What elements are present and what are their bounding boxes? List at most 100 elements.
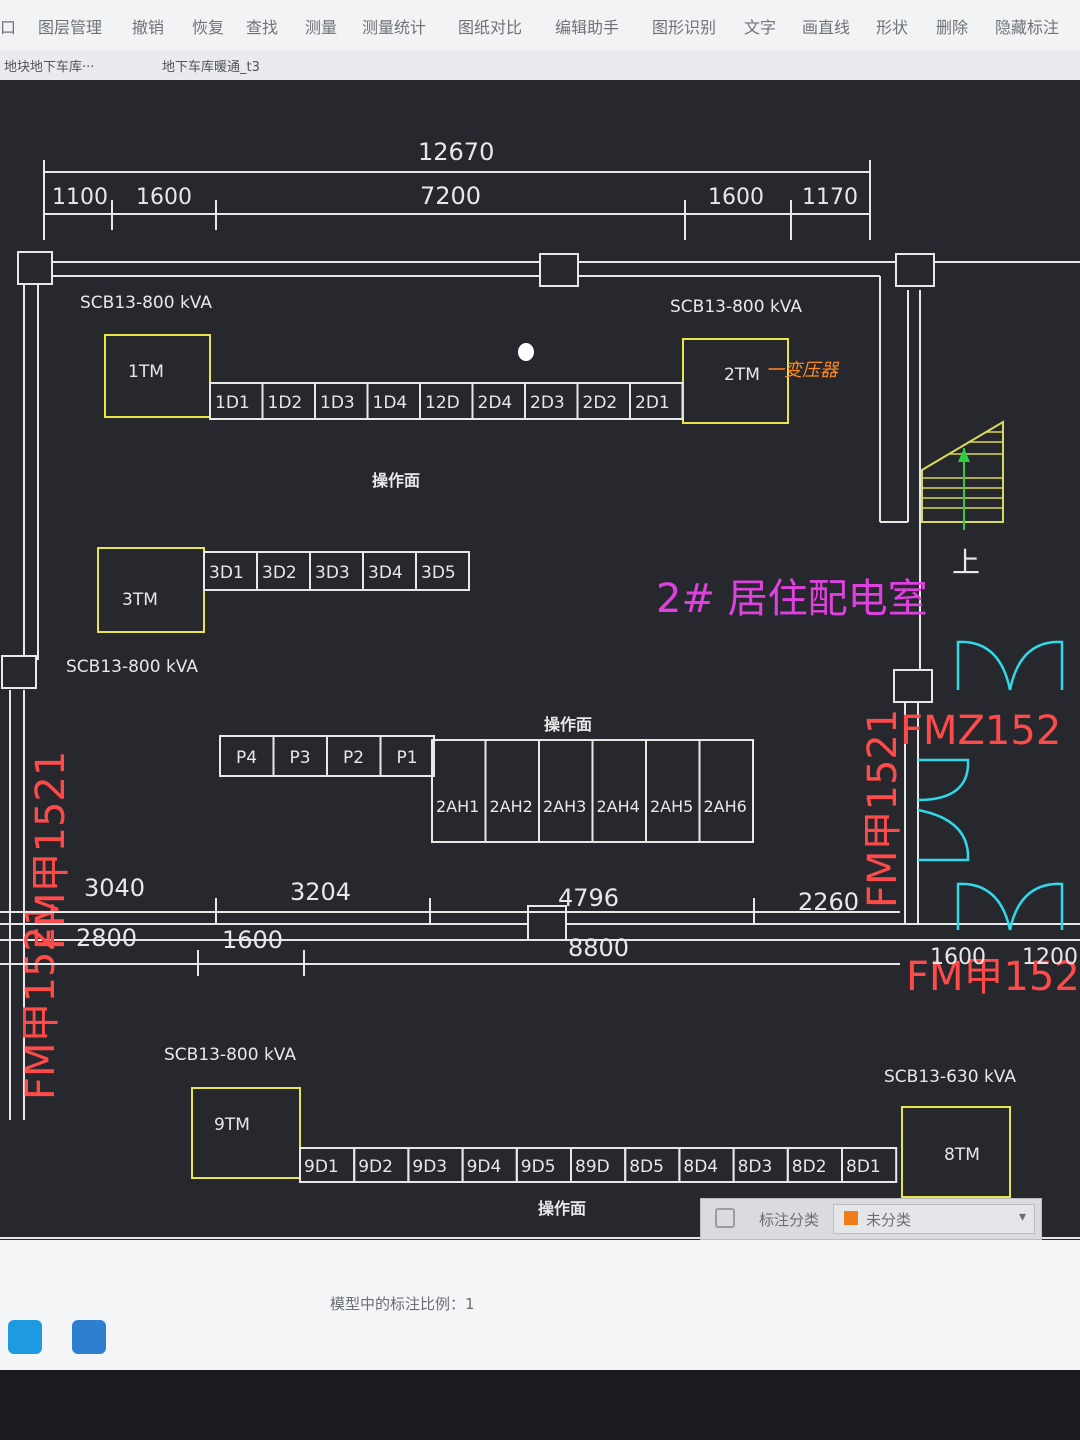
tm3-spec: SCB13-800 kVA [66,657,198,677]
door-swing-symbols [917,640,1064,931]
tm1-spec: SCB13-800 kVA [80,293,212,313]
dim-segment: 1100 [52,185,108,210]
tm8-spec: SCB13-630 kVA [884,1067,1016,1087]
cabinet-label: 1D1 [215,393,250,413]
dim-mid-lower: 1600 [222,926,283,954]
middle-dimension-lines [0,898,900,976]
status-bar [0,1240,1080,1370]
tm3-label: 3TM [122,590,158,610]
room-name-label: 2# 居住配电室 [656,576,928,622]
cabinet-label: 2D3 [530,393,565,413]
toolbar-item-shape[interactable]: 形状 [876,18,909,37]
cabinet-label: 12D [425,393,460,413]
tm9-label: 9TM [214,1115,250,1135]
dim-mid-lower: 8800 [568,934,629,962]
cabinet-label: 3D2 [262,563,297,583]
cabinet-label: P3 [290,748,311,768]
cabinet-label: 2D2 [583,393,618,413]
toolbar-item-compare[interactable]: 图纸对比 [458,18,523,37]
dim-segment: 7200 [420,182,481,210]
tm2-handwritten-note: 一变压器 [766,360,840,381]
door-label-fm-left-2: FM甲1521 [18,901,64,1100]
stair-up-label: 上 [952,546,980,579]
toolbar-item[interactable]: 口 [0,18,17,37]
monitor-bezel [0,1370,1080,1440]
toolbar-item-delete[interactable]: 删除 [936,18,969,37]
cabinet-label: 9D1 [304,1157,339,1177]
transformer-2tm[interactable] [682,338,789,424]
dim-segment: 1600 [708,185,764,210]
cad-canvas[interactable]: 12670 1100 1600 7200 1600 1170 SCB13-800… [0,80,1080,1240]
annotation-category-select[interactable]: 未分类 ▾ [833,1204,1035,1234]
cabinet-label: 1D4 [373,393,408,413]
tab-hvac[interactable]: 地下车库暖通_t3 [162,60,260,75]
switch-cabinet[interactable] [629,382,684,420]
toolbar-item-measure-stats[interactable]: 测量统计 [362,18,427,37]
tm2-spec: SCB13-800 kVA [670,297,802,317]
transformer-8tm[interactable] [901,1106,1011,1198]
cabinet-label: 9D4 [467,1157,502,1177]
dim-segment: 1600 [136,185,192,210]
cabinet-label: 2D4 [478,393,513,413]
cabinet-label: 2AH4 [597,797,640,816]
dim-segment: 1170 [802,185,858,210]
cabinet-label: 2AH6 [704,797,747,816]
tm9-spec: SCB13-800 kVA [164,1045,296,1065]
door-label-fm-left: FM甲1521 [28,751,74,950]
document-tabs: 地块地下车库··· 地下车库暖通_t3 [0,50,1080,81]
toolbar-item-redo[interactable]: 恢复 [192,18,225,37]
cabinet-label: 1D3 [320,393,355,413]
switch-cabinet[interactable] [431,739,487,843]
dim-total-width: 12670 [418,138,494,166]
cabinet-label: 2AH1 [436,797,479,816]
switch-cabinet[interactable] [645,739,701,843]
switch-cabinet[interactable] [841,1147,898,1183]
toolbar-item-measure[interactable]: 测量 [305,18,338,37]
cabinet-label: 2AH2 [490,797,533,816]
chevron-down-icon: ▾ [1018,1209,1026,1225]
keyboard-icon[interactable] [72,1320,106,1354]
toolbar-item-layers[interactable]: 图层管理 [38,18,103,37]
annotation-scale-text: 模型中的标注比例：1 [330,1295,475,1313]
switch-cabinet[interactable] [484,739,540,843]
stair-symbol [921,420,1004,530]
transformer-9tm[interactable] [191,1087,301,1179]
cabinet-label: 2D1 [635,393,670,413]
toolbar-item-find[interactable]: 查找 [246,18,279,37]
toolbar-item-hide-annot[interactable]: 隐藏标注 [995,18,1060,37]
cabinet-label: 3D5 [421,563,456,583]
cabinet-label: P4 [236,748,257,768]
toolbar-item-undo[interactable]: 撤销 [132,18,165,37]
toolbar-item-line[interactable]: 画直线 [802,18,851,37]
door-label-fm-right: FM甲1521 [860,709,906,908]
toolbar-item-edit-assistant[interactable]: 编辑助手 [555,18,620,37]
toolbar-item-text[interactable]: 文字 [744,18,777,37]
operation-side-label: 操作面 [544,715,592,734]
cabinet-label: 9D2 [358,1157,393,1177]
top-dimension-lines [43,160,871,240]
dim-mid: 4796 [558,884,619,912]
cabinet-label: 9D5 [521,1157,556,1177]
tm2-label: 2TM [724,365,760,385]
app-icon[interactable] [8,1320,42,1354]
cabinet-label: 3D3 [315,563,350,583]
switch-cabinet[interactable] [538,739,594,843]
tab-garage[interactable]: 地块地下车库··· [4,60,95,75]
category-select-value: 未分类 [866,1211,912,1229]
cabinet-label: P2 [343,748,364,768]
door-label-fmz: FMZ152 [900,708,1061,754]
switch-cabinet[interactable] [415,551,470,591]
transformer-1tm[interactable] [104,334,211,418]
cabinet-label: 3D4 [368,563,403,583]
switch-cabinet[interactable] [591,739,647,843]
dim-mid: 2260 [798,888,859,916]
switch-cabinet[interactable] [698,739,754,843]
category-color-swatch [844,1211,858,1225]
switch-cabinet[interactable] [379,735,435,777]
toolbar-item-recognize[interactable]: 图形识别 [652,18,717,37]
cabinet-label: 89D [575,1157,610,1177]
